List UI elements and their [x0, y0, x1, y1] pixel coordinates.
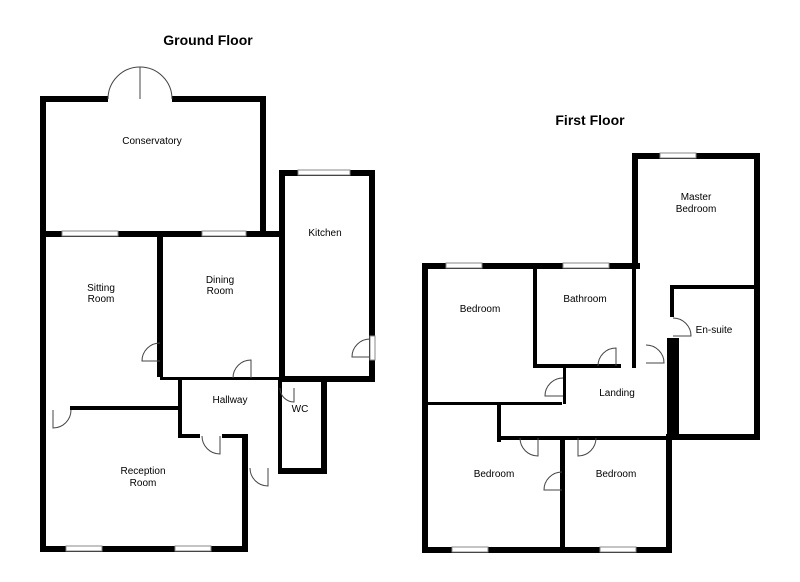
bathroom-wall	[533, 364, 621, 368]
ensuite-wall	[667, 338, 679, 438]
kitchen-wall	[369, 170, 375, 382]
exterior-wall-bottom	[422, 547, 672, 553]
door-swing	[645, 344, 665, 364]
room-label-reception-room: Room	[130, 478, 157, 489]
bathroom-wall	[533, 266, 537, 368]
exterior-wall	[666, 434, 760, 440]
window	[451, 546, 489, 553]
window	[61, 230, 119, 237]
room-label-dining-room: Room	[207, 286, 234, 297]
room-label-master-bedroom: Master	[681, 192, 712, 203]
door-swing	[577, 437, 597, 457]
interior-wall	[40, 231, 280, 237]
room-label-bedroom: Bedroom	[474, 469, 515, 480]
interior-wall	[560, 438, 565, 550]
exterior-wall	[242, 434, 248, 552]
door-swing	[52, 409, 72, 429]
interior-wall	[157, 237, 163, 377]
interior-wall	[178, 434, 200, 438]
wc-wall	[278, 468, 327, 474]
room-label-dining-room: Dining	[206, 275, 234, 286]
room-label-en-suite: En-suite	[696, 325, 733, 336]
window	[297, 169, 351, 176]
interior-wall	[70, 406, 180, 410]
room-label-landing: Landing	[599, 388, 635, 399]
room-label-conservatory: Conservatory	[122, 136, 181, 147]
door-swing	[351, 338, 371, 358]
french-door-swing	[107, 66, 141, 100]
interior-wall	[563, 368, 566, 404]
door-swing	[672, 317, 692, 337]
interior-wall	[160, 377, 280, 380]
room-label-sitting-room: Sitting	[87, 283, 115, 294]
room-label-bedroom: Bedroom	[596, 469, 637, 480]
window	[659, 152, 697, 159]
door-swing	[141, 342, 161, 362]
room-label-sitting-room: Room	[88, 294, 115, 305]
interior-wall	[422, 402, 562, 405]
exterior-wall-left	[422, 263, 428, 553]
exterior-wall-left	[40, 96, 46, 551]
door-swing	[279, 387, 295, 403]
exterior-wall-top	[422, 263, 640, 269]
wc-wall	[278, 378, 282, 474]
room-label-wc: WC	[292, 404, 309, 415]
room-label-bedroom: Bedroom	[460, 304, 501, 315]
window	[445, 262, 483, 269]
door-swing	[544, 377, 564, 397]
window	[174, 545, 212, 552]
window	[65, 545, 103, 552]
room-label-bathroom: Bathroom	[563, 294, 606, 305]
window	[369, 335, 376, 361]
bathroom-wall	[632, 266, 636, 368]
ground-floor-title: Ground Floor	[163, 32, 253, 48]
door-swing	[519, 437, 539, 457]
exterior-wall-bottom	[40, 546, 248, 552]
door-swing	[543, 471, 563, 491]
kitchen-wall	[279, 170, 285, 382]
door-swing	[201, 435, 221, 455]
ensuite-wall	[670, 285, 674, 317]
window	[599, 546, 637, 553]
french-door-swing	[139, 66, 173, 100]
master-wall-left	[632, 153, 638, 269]
ensuite-wall	[670, 285, 760, 289]
door-swing	[249, 467, 269, 487]
first-floor-title: First Floor	[555, 112, 625, 128]
room-label-kitchen: Kitchen	[308, 228, 341, 239]
interior-wall	[497, 402, 501, 442]
interior-wall	[497, 436, 672, 440]
door-swing	[232, 359, 252, 379]
room-label-master-bedroom: Bedroom	[676, 204, 717, 215]
conservatory-wall	[172, 96, 266, 102]
ground-floor-plan: Ground Floor	[40, 32, 376, 552]
interior-wall	[222, 434, 246, 438]
conservatory-wall	[260, 96, 266, 236]
room-label-reception-room: Reception	[120, 466, 165, 477]
wc-wall	[321, 378, 327, 474]
conservatory-wall	[40, 96, 108, 102]
room-label-hallway: Hallway	[212, 395, 247, 406]
exterior-wall	[666, 434, 672, 553]
exterior-wall-right	[754, 153, 760, 440]
window	[562, 262, 610, 269]
first-floor-plan: First Floor	[422, 112, 760, 553]
door-swing	[597, 347, 617, 367]
window	[201, 230, 247, 237]
